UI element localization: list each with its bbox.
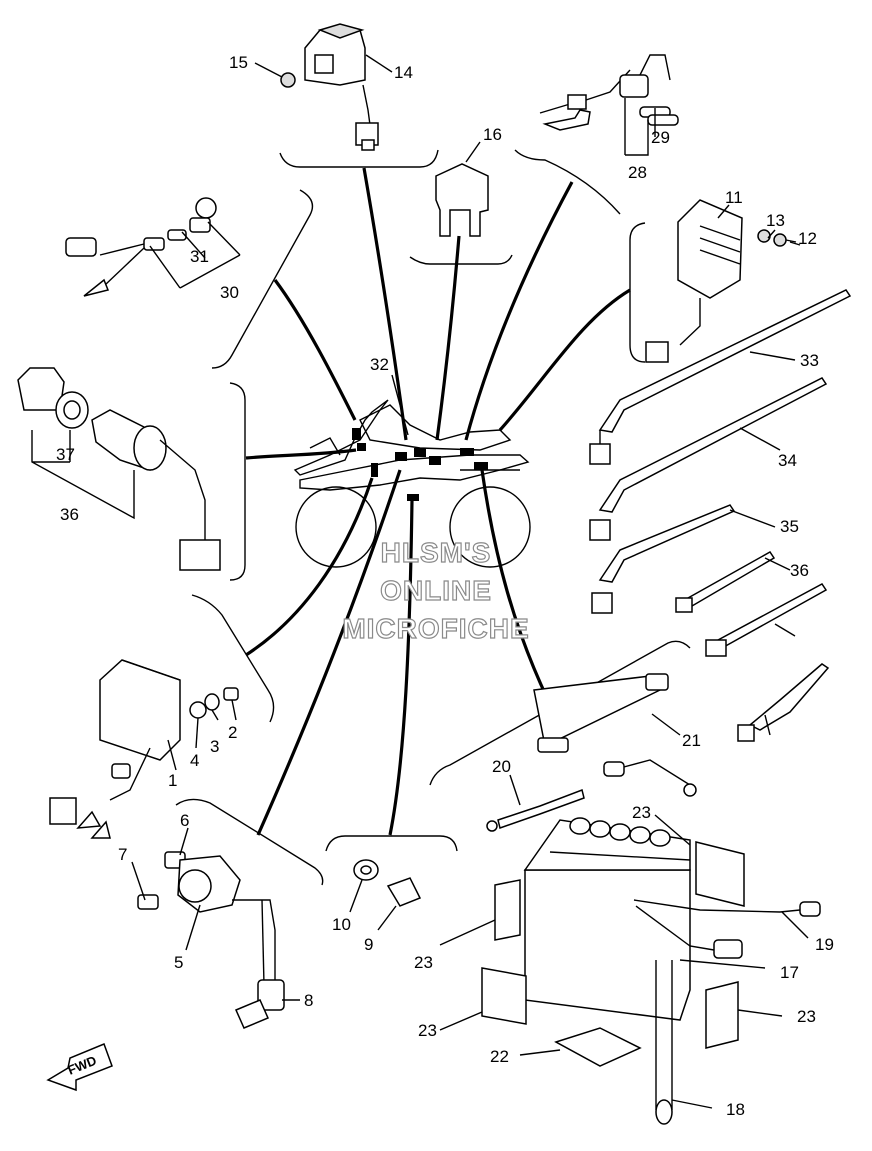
starter-relay-lead [539,54,679,131]
callout-labels: 15 14 16 29 28 11 13 12 31 30 32 33 34 3… [56,53,834,1119]
callout-28: 32 [370,355,389,374]
callout-6: 6 [180,811,189,830]
main-switch [17,367,221,571]
callout-13: 13 [766,211,785,230]
callout-10: 10 [332,915,351,934]
callout-7: 7 [118,845,127,864]
callout-23-top: 23 [632,803,651,822]
callout-23-bottom: 23 [418,1021,437,1040]
callout-19: 19 [815,935,834,954]
callout-1: 1 [168,771,177,790]
cable-ties [589,289,852,742]
callout-2: 2 [228,723,237,742]
leader-lines [245,167,631,836]
cdi-unit [49,659,239,839]
callout-32: 36 [790,561,809,580]
callout-30: 34 [778,451,797,470]
callout-25: 29 [651,128,670,147]
fwd-arrow: FWD [46,1043,113,1092]
callout-31: 35 [780,517,799,536]
callout-8: 8 [304,991,313,1010]
callout-leaders [31,54,809,1109]
neutral-switch [353,859,422,907]
callout-34: 37 [56,445,75,464]
callout-12: 12 [798,229,817,248]
ignition-coil [137,851,285,1029]
callout-20: 20 [492,757,511,776]
callout-24: 28 [628,163,647,182]
watermark-line-2: ONLINE [380,575,492,606]
relay-assembly [280,23,379,151]
callout-18: 18 [726,1100,745,1119]
coupler-cover [435,163,489,237]
callout-4: 4 [190,751,199,770]
callout-23-left: 23 [414,953,433,972]
callout-15: 15 [229,53,248,72]
callout-22: 22 [490,1047,509,1066]
rectifier [645,199,797,363]
callout-5: 5 [174,953,183,972]
callout-27: 31 [190,247,209,266]
callout-9: 9 [364,935,373,954]
callout-14: 14 [394,63,413,82]
callout-17: 17 [780,963,799,982]
lead-26 [65,197,217,297]
callout-16: 16 [483,125,502,144]
callout-26: 30 [220,283,239,302]
watermark-line-1: HLSM'S [381,537,492,568]
callout-11: 11 [725,188,743,207]
callout-3: 3 [210,737,219,756]
callout-33: 36 [60,505,79,524]
harness-markers [352,428,488,501]
watermark: HLSM'S ONLINE MICROFICHE [342,536,530,644]
watermark-line-3: MICROFICHE [342,613,529,644]
callout-23-right: 23 [797,1007,816,1026]
callout-29: 33 [800,351,819,370]
battery-assembly [481,673,821,1125]
callout-21: 21 [682,731,701,750]
